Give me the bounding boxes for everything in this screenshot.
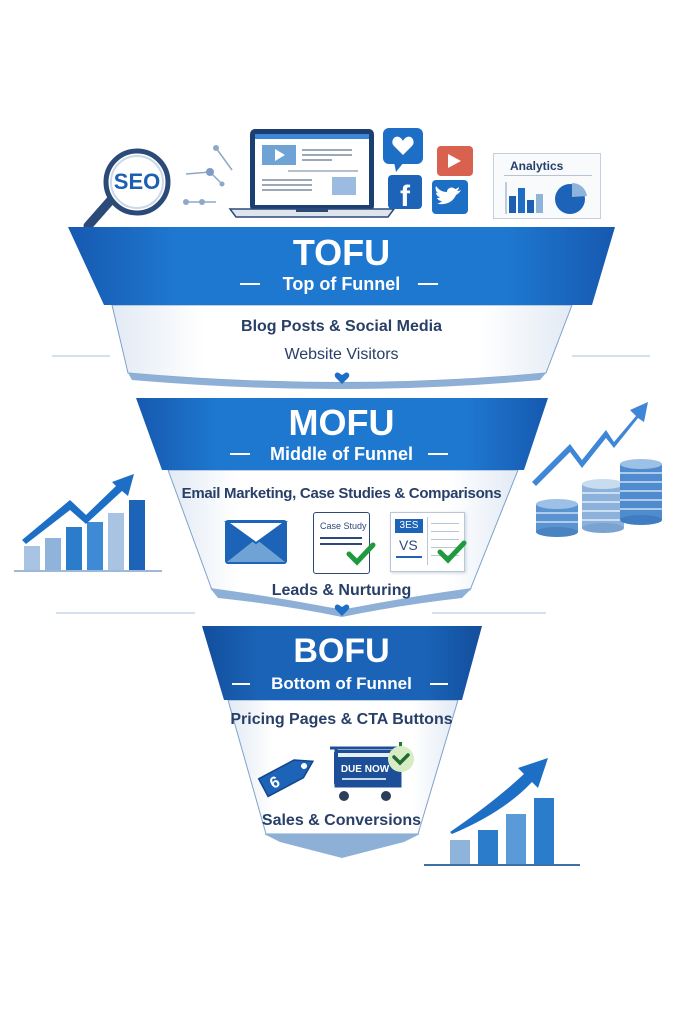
comparison-top-label: 3ES <box>395 519 423 533</box>
envelope-icon <box>224 520 288 564</box>
comparison-vs-label: VS <box>399 537 418 553</box>
coin-stacks-growth-icon <box>532 402 662 537</box>
cart: DUE NOW <box>328 740 422 804</box>
laptop <box>228 127 396 219</box>
twitter-icon <box>432 180 468 214</box>
seo-magnifier: SEO <box>80 146 180 230</box>
coin-stack-tall <box>620 459 662 525</box>
price-tag: 6 <box>256 750 322 798</box>
magnifier-icon <box>83 148 171 230</box>
analytics-label: Analytics <box>510 159 564 173</box>
price-tag-icon: 6 <box>257 759 315 798</box>
tofu-title: TOFU <box>292 232 391 273</box>
heart-chat-icon <box>383 128 423 172</box>
heart-connector-icon <box>334 372 350 384</box>
analytics-card: Analytics <box>493 153 601 219</box>
check-icon <box>346 542 376 566</box>
growth-bar-chart-icon <box>424 758 580 866</box>
analytics-dashboard-icon <box>505 182 587 214</box>
heart-connector-icon <box>334 604 350 616</box>
tofu-outcome: Website Visitors <box>284 346 399 363</box>
coin-stack-short <box>536 499 578 537</box>
social-icons: f <box>382 128 477 216</box>
bofu-outcome: Sales & Conversions <box>261 812 422 829</box>
seo-label: SEO <box>113 169 161 194</box>
network-lines <box>180 144 240 210</box>
mofu-title: MOFU <box>288 402 395 443</box>
mofu-content: Email Marketing, Case Studies & Comparis… <box>181 485 502 502</box>
case-study-label: Case Study <box>320 521 367 531</box>
shopping-cart-icon <box>330 742 414 801</box>
bofu-subtitle: Bottom of Funnel <box>271 674 412 693</box>
coin-stack-medium <box>582 479 624 533</box>
mofu-outcome: Leads & Nurturing <box>271 582 412 599</box>
tofu-funnel-section <box>68 227 615 389</box>
youtube-icon <box>437 146 473 176</box>
rising-bar-chart-icon <box>14 474 162 572</box>
bofu-title: BOFU <box>293 632 390 670</box>
case-study-card: Case Study <box>313 512 370 574</box>
svg-text:f: f <box>400 180 411 213</box>
laptop-video-icon <box>228 129 396 218</box>
facebook-icon: f <box>388 175 422 213</box>
tofu-content: Blog Posts & Social Media <box>241 318 442 335</box>
network-nodes-icon <box>183 145 233 205</box>
cart-label: DUE NOW <box>340 764 390 775</box>
check-icon <box>437 540 467 564</box>
comparison-card: 3ES VS <box>390 512 465 572</box>
mofu-subtitle: Middle of Funnel <box>270 444 413 464</box>
tofu-subtitle: Top of Funnel <box>282 274 401 294</box>
bofu-content: Pricing Pages & CTA Buttons <box>230 711 453 728</box>
